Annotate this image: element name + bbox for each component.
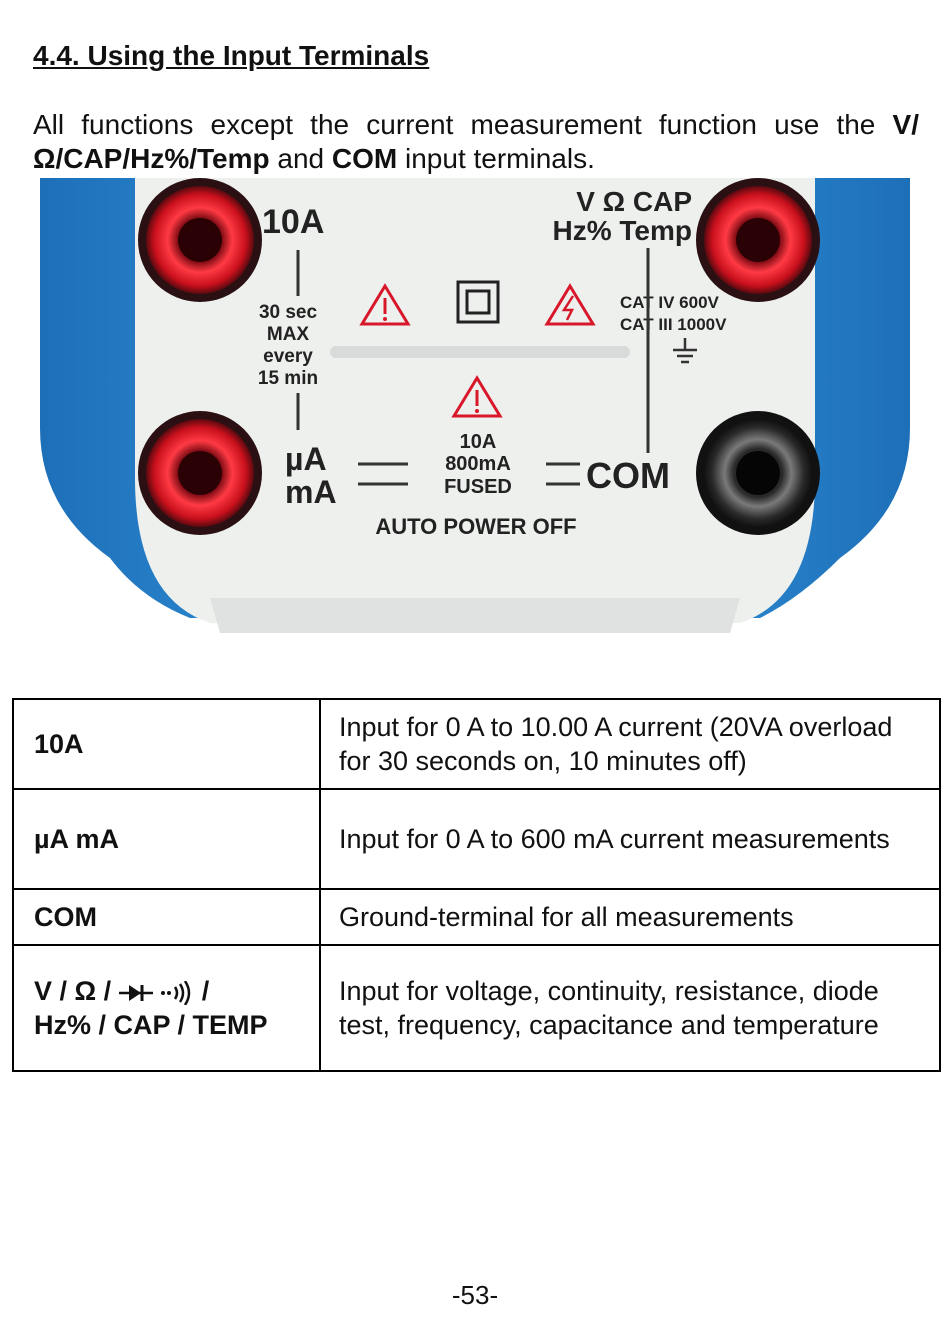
label-vcap: V Ω CAP xyxy=(576,186,692,217)
svg-text:FUSED: FUSED xyxy=(444,476,512,498)
terminal-description: Ground-terminal for all measurements xyxy=(319,888,941,946)
diode-icon xyxy=(118,984,153,1001)
intro-bold-com: COM xyxy=(331,143,398,174)
label-10a: 10A xyxy=(262,203,324,241)
label-ua: µA xyxy=(285,441,327,477)
table-row: COM Ground-terminal for all measurements xyxy=(12,888,941,946)
terminal-name: V / Ω / / Hz% / CAP / TEMP xyxy=(12,944,321,1072)
double-insulation-icon xyxy=(456,280,500,324)
svg-text:MAX: MAX xyxy=(267,324,310,345)
svg-text:800mA: 800mA xyxy=(445,453,511,475)
svg-text:15 min: 15 min xyxy=(258,368,318,389)
table-row: µA mA Input for 0 A to 600 mA current me… xyxy=(12,788,941,890)
jack-com xyxy=(696,411,820,535)
table-row: V / Ω / / Hz% / CAP / TEMP Input for vol… xyxy=(12,944,941,1072)
intro-paragraph: All functions except the current measure… xyxy=(33,108,919,176)
terminal-description: Input for voltage, continuity, resistanc… xyxy=(319,944,941,1072)
terminal-name: 10A xyxy=(12,698,321,790)
terminal-description: Input for 0 A to 10.00 A current (20VA o… xyxy=(319,698,941,790)
jack-ua-ma xyxy=(138,411,262,535)
label-hz-temp: Hz% Temp xyxy=(553,215,693,246)
terminal-table: 10A Input for 0 A to 10.00 A current (20… xyxy=(12,698,941,1072)
svg-text:CAT IV 600V: CAT IV 600V xyxy=(620,293,720,312)
warning-icon xyxy=(359,283,411,326)
page-number: -53- xyxy=(451,1280,499,1310)
svg-text:10A: 10A xyxy=(460,431,497,453)
svg-text:30 sec: 30 sec xyxy=(259,302,318,323)
terminal-description: Input for 0 A to 600 mA current measurem… xyxy=(319,788,941,890)
intro-bold-terminals: V/Ω/CAP/Hz%/Temp xyxy=(33,109,919,174)
warning-icon xyxy=(451,375,503,418)
terminal-name: COM xyxy=(12,888,321,946)
multimeter-terminals-illustration: 10A V Ω CAP Hz% Temp 30 sec MAX every 15… xyxy=(40,178,910,633)
jack-v-ohm xyxy=(696,178,820,302)
svg-text:every: every xyxy=(263,346,313,367)
high-voltage-icon xyxy=(544,283,596,326)
ground-icon xyxy=(673,338,697,364)
jack-10a xyxy=(138,178,262,302)
intro-text-2: and xyxy=(269,143,332,174)
label-ma: mA xyxy=(285,474,337,510)
section-heading: 4.4. Using the Input Terminals xyxy=(33,40,430,71)
table-row: 10A Input for 0 A to 10.00 A current (20… xyxy=(12,698,941,790)
intro-text-1: All functions except the current measure… xyxy=(33,109,893,140)
terminal-photo: 10A V Ω CAP Hz% Temp 30 sec MAX every 15… xyxy=(40,178,910,638)
svg-text:CAT III 1000V: CAT III 1000V xyxy=(620,315,727,334)
terminal-name: µA mA xyxy=(12,788,321,890)
front-panel xyxy=(135,178,815,623)
label-com: COM xyxy=(586,455,670,496)
intro-text-3: input terminals. xyxy=(397,143,595,174)
label-auto-power-off: AUTO POWER OFF xyxy=(375,514,576,539)
continuity-beeper-icon xyxy=(161,980,191,1005)
